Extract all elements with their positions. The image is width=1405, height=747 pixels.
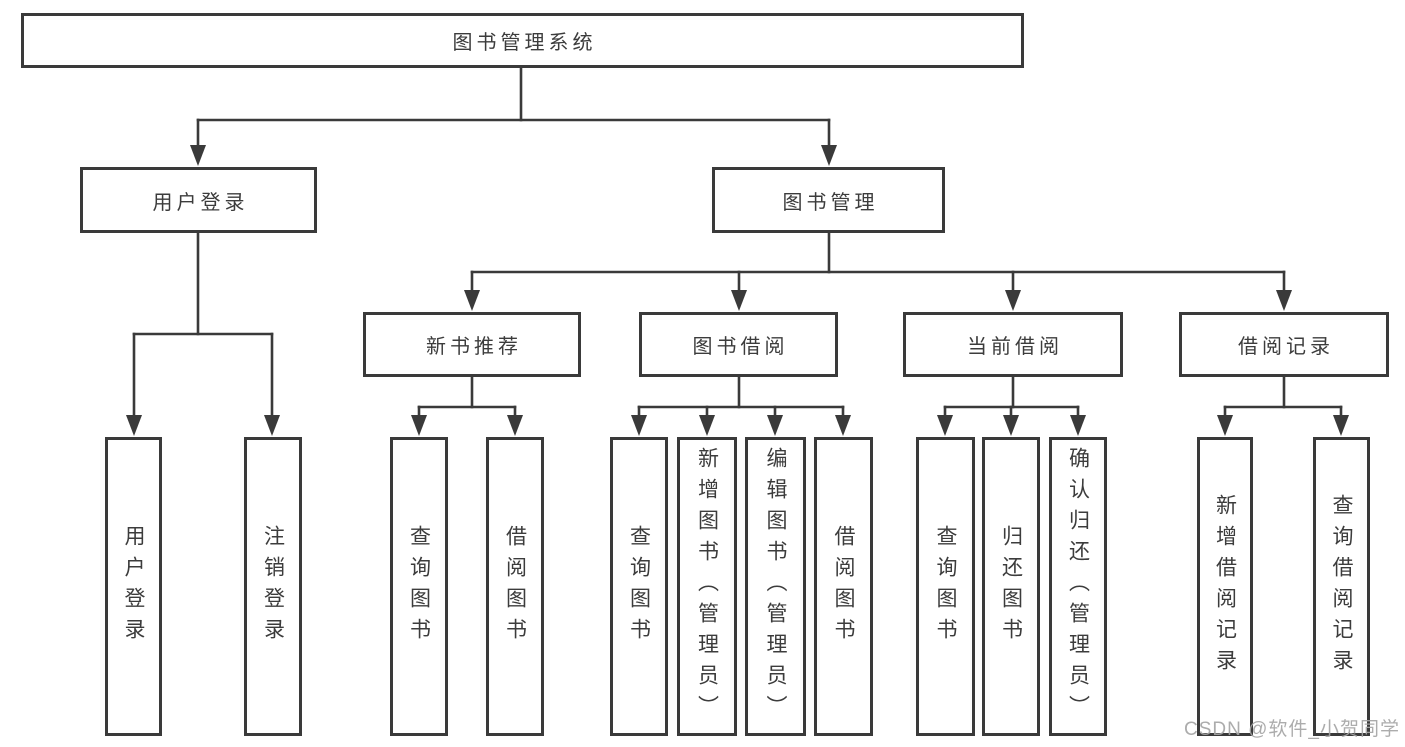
watermark: CSDN @软件_小贺同学	[1184, 719, 1400, 740]
connector-book-management-children	[464, 231, 1292, 311]
connector-borrow-records-children	[1217, 375, 1349, 436]
leaf-return-book: 归还图书	[982, 437, 1040, 736]
leaf-label: 借阅图书	[503, 524, 527, 649]
node-label: 新书推荐	[426, 336, 522, 358]
leaf-add-borrow-record: 新增借阅记录	[1197, 437, 1253, 736]
leaf-label: 查询图书	[627, 524, 651, 649]
leaf-label: 查询图书	[934, 524, 957, 649]
node-library-system: 图书管理系统	[21, 13, 1024, 68]
leaf-logout: 注销登录	[244, 437, 302, 736]
leaf-label: 查询图书	[407, 524, 431, 649]
leaf-label: 归还图书	[999, 524, 1023, 649]
leaf-label: 注销登录	[261, 524, 285, 649]
leaf-label: 用户登录	[122, 524, 145, 649]
leaf-edit-book-admin: 编辑图书（管理员）	[745, 437, 806, 736]
node-label: 借阅记录	[1238, 336, 1334, 358]
node-label: 用户登录	[152, 191, 249, 214]
leaf-confirm-return-admin: 确认归还（管理员）	[1049, 437, 1107, 736]
leaf-borrow-books-recommend: 借阅图书	[486, 437, 544, 736]
connector-new-book-recommend-children	[411, 375, 523, 436]
leaf-label: 确认归还（管理员）	[1066, 447, 1090, 726]
node-new-book-recommend: 新书推荐	[363, 312, 581, 377]
node-current-borrow: 当前借阅	[903, 312, 1123, 377]
connector-book-borrow-children	[631, 375, 851, 436]
connector-root-to-level2	[190, 66, 837, 166]
node-book-borrow: 图书借阅	[639, 312, 838, 377]
leaf-label: 编辑图书（管理员）	[764, 447, 787, 726]
leaf-query-books-borrow: 查询图书	[610, 437, 668, 736]
node-label: 图书管理系统	[452, 32, 597, 54]
leaf-borrow-books: 借阅图书	[814, 437, 873, 736]
node-borrow-records: 借阅记录	[1179, 312, 1389, 377]
node-label: 当前借阅	[967, 336, 1063, 358]
leaf-label: 新增图书（管理员）	[695, 447, 719, 726]
leaf-label: 新增借阅记录	[1213, 493, 1237, 680]
node-label: 图书借阅	[692, 336, 789, 358]
node-book-management: 图书管理	[712, 167, 945, 233]
leaf-query-borrow-record: 查询借阅记录	[1313, 437, 1370, 736]
leaf-query-books-current: 查询图书	[916, 437, 975, 736]
connector-user-login-children	[126, 231, 280, 436]
connector-current-borrow-children	[937, 375, 1086, 436]
leaf-user-login: 用户登录	[105, 437, 162, 736]
leaf-label: 查询借阅记录	[1330, 493, 1353, 680]
node-label: 图书管理	[782, 191, 879, 214]
leaf-query-books-recommend: 查询图书	[390, 437, 448, 736]
node-user-login: 用户登录	[80, 167, 317, 233]
leaf-label: 借阅图书	[832, 524, 855, 649]
leaf-add-book-admin: 新增图书（管理员）	[677, 437, 737, 736]
